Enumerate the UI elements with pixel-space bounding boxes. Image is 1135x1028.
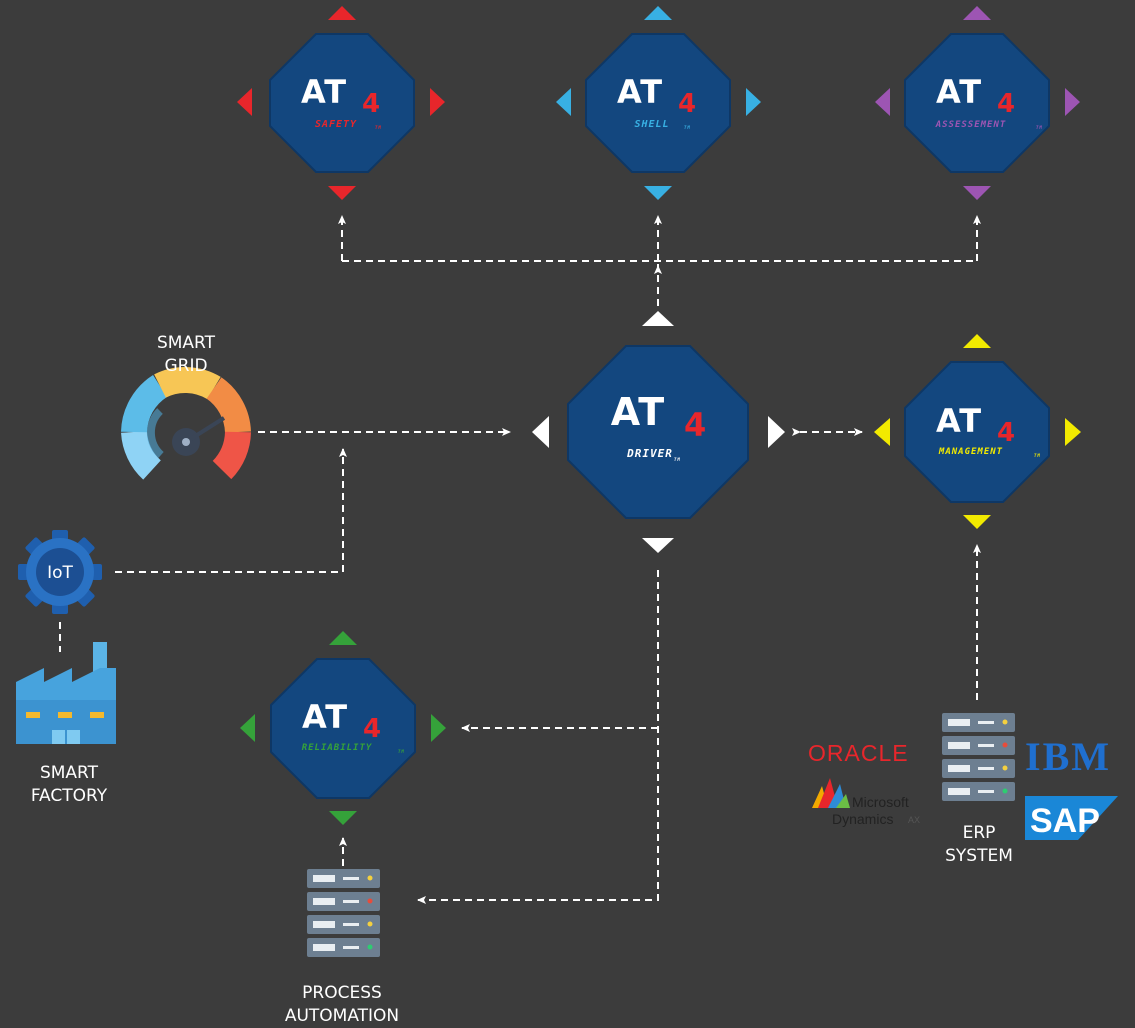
smart-grid-label: SMART GRID bbox=[106, 332, 266, 378]
brand-text: AT bbox=[611, 390, 665, 434]
label-line: AUTOMATION bbox=[284, 1006, 400, 1026]
ibm-logo: IBM bbox=[1025, 734, 1111, 779]
arrow-left-driver bbox=[532, 416, 549, 448]
connector-driver-down bbox=[417, 570, 659, 904]
process-automation-label: PROCESS AUTOMATION bbox=[262, 982, 422, 1028]
arrow-down-assessement bbox=[963, 186, 991, 200]
trademark: TM bbox=[684, 125, 691, 130]
label-line: SMART bbox=[156, 333, 216, 353]
arrow-down-shell bbox=[644, 186, 672, 200]
module-name-reliability: RELIABILITY bbox=[302, 743, 373, 753]
module-assessement[interactable]: AT 4 ASSESSEMENT TM bbox=[875, 6, 1080, 200]
brand-number: 4 bbox=[997, 418, 1016, 448]
erp-system-label: ERP SYSTEM bbox=[899, 822, 1059, 868]
arrow-left-shell bbox=[556, 88, 571, 116]
label-line: GRID bbox=[164, 356, 208, 376]
trademark: TM bbox=[1036, 125, 1043, 130]
arrow-right-reliability bbox=[431, 714, 446, 742]
oracle-logo: ORACLE bbox=[808, 740, 909, 766]
label-line: ERP bbox=[962, 823, 996, 843]
arrow-up-shell bbox=[644, 6, 672, 20]
module-name-driver: DRIVER bbox=[626, 447, 673, 460]
arrow-left-safety bbox=[237, 88, 252, 116]
brand-number: 4 bbox=[678, 89, 697, 119]
brand-number: 4 bbox=[363, 714, 382, 744]
trademark: TM bbox=[375, 125, 382, 130]
arrow-left-management bbox=[874, 418, 890, 446]
smart-factory-label: SMART FACTORY bbox=[0, 762, 149, 808]
iot-gear-icon bbox=[18, 530, 102, 614]
brand-number: 4 bbox=[684, 406, 707, 444]
module-name-management: MANAGEMENT bbox=[938, 447, 1003, 457]
module-shell[interactable]: AT 4 SHELL TM bbox=[556, 6, 761, 200]
iot-label: IoT bbox=[47, 563, 73, 583]
module-safety[interactable]: AT 4 SAFETY TM bbox=[237, 6, 445, 200]
arrow-up-safety bbox=[328, 6, 356, 20]
label-line: SMART bbox=[39, 763, 99, 783]
brand-text: AT bbox=[302, 698, 348, 736]
ax-text: AX bbox=[908, 815, 920, 825]
arrow-up-assessement bbox=[963, 6, 991, 20]
factory-icon bbox=[16, 642, 116, 744]
arrow-left-reliability bbox=[240, 714, 255, 742]
arrow-right-assessement bbox=[1065, 88, 1080, 116]
brand-number: 4 bbox=[362, 89, 381, 119]
speedometer-icon bbox=[121, 367, 251, 480]
module-driver[interactable]: AT 4 DRIVER TM bbox=[532, 311, 785, 553]
microsoft-text: Microsoft bbox=[852, 794, 909, 810]
arrow-up-driver bbox=[642, 311, 674, 326]
brand-text: AT bbox=[936, 73, 982, 111]
arrow-down-driver bbox=[642, 538, 674, 553]
sap-logo: SAP bbox=[1025, 796, 1118, 840]
arrow-left-assessement bbox=[875, 88, 890, 116]
microsoft-dynamics-logo: Microsoft Dynamics AX bbox=[812, 778, 920, 827]
module-name-shell: SHELL bbox=[634, 119, 669, 130]
module-management[interactable]: AT 4 MANAGEMENT TM bbox=[874, 334, 1081, 529]
arrow-right-driver bbox=[768, 416, 785, 448]
arrow-up-management bbox=[963, 334, 991, 348]
server-rack-icon bbox=[307, 869, 380, 957]
brand-text: AT bbox=[617, 73, 663, 111]
brand-text: AT bbox=[936, 402, 982, 440]
arrow-down-management bbox=[963, 515, 991, 529]
arrow-right-safety bbox=[430, 88, 445, 116]
dynamics-text: Dynamics bbox=[832, 811, 893, 827]
label-line: SYSTEM bbox=[945, 846, 1013, 866]
module-name-safety: SAFETY bbox=[315, 119, 357, 130]
module-name-assessement: ASSESSEMENT bbox=[935, 120, 1007, 130]
module-reliability[interactable]: AT 4 RELIABILITY TM bbox=[240, 631, 446, 825]
trademark: TM bbox=[398, 749, 405, 754]
brand-text: AT bbox=[301, 73, 347, 111]
connectors bbox=[59, 215, 981, 904]
arrow-right-shell bbox=[746, 88, 761, 116]
sap-text: SAP bbox=[1030, 802, 1100, 840]
erp-server-rack-icon bbox=[942, 713, 1015, 801]
arrow-up-reliability bbox=[329, 631, 357, 645]
brand-number: 4 bbox=[997, 89, 1016, 119]
arrow-down-safety bbox=[328, 186, 356, 200]
label-line: PROCESS bbox=[302, 983, 382, 1003]
trademark: TM bbox=[1034, 453, 1041, 458]
connector-iot-driver bbox=[115, 448, 347, 573]
trademark: TM bbox=[674, 457, 681, 462]
arrow-down-reliability bbox=[329, 811, 357, 825]
arrow-right-management bbox=[1065, 418, 1081, 446]
label-line: FACTORY bbox=[30, 786, 108, 806]
